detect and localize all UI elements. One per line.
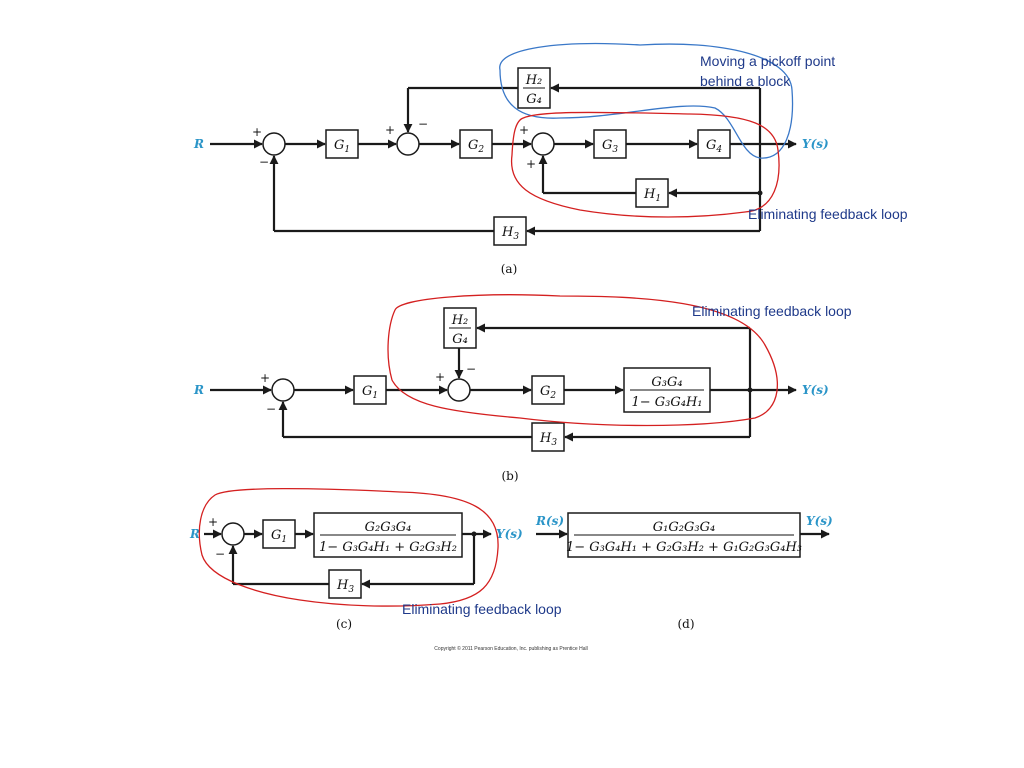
block-h2-over-g4-num: H₂: [451, 313, 469, 328]
diagram-c: R + − G1 G₂G₃G₄ 1− G₃G₄H₁ + G₂G₃H₂ Y(s) …: [189, 487, 562, 631]
input-label-r: R(s): [535, 514, 564, 528]
block-g1-label: G1: [362, 384, 378, 401]
output-label-y: Y(s): [802, 137, 829, 151]
highlight-outline-blue: [499, 42, 794, 159]
plus-sign: +: [385, 123, 395, 137]
block-g4: [697, 129, 731, 159]
block-h1-label: H1: [643, 187, 661, 204]
block-d-total-den: 1− G₃G₄H₁ + G₂G₃H₂ + G₁G₂G₃G₄H₃: [566, 540, 802, 555]
block-h2-over-g4-den: G₄: [452, 332, 468, 347]
output-label-y: Y(s): [806, 514, 833, 528]
input-label-r: R: [189, 527, 200, 541]
annotation-eliminating-c: Eliminating feedback loop: [402, 601, 562, 617]
block-h1: [635, 178, 669, 208]
block-h3-label: H3: [539, 431, 557, 448]
diagram-a: R + − G1 + − G2 + + G3 G4 Y(s) H₂ G₄: [193, 42, 908, 276]
minus-sign: −: [266, 402, 276, 416]
annotation-pickoff-line1: Moving a pickoff point: [700, 53, 835, 69]
block-g3-label: G3: [602, 138, 618, 155]
diagram-b: R + − G1 + − G2 G₃G₄ 1− G₃G₄H₁ Y(s) H₂ G…: [193, 294, 852, 483]
block-g1-label: G1: [271, 528, 287, 545]
block-g2: [531, 375, 565, 405]
annotation-pickoff-line2: behind a block: [700, 73, 791, 89]
highlight-outline-red: [198, 487, 499, 607]
block-g3g4-num: G₃G₄: [651, 375, 682, 390]
plus-sign: +: [519, 123, 529, 137]
plus-sign: +: [526, 157, 536, 171]
input-label-r: R: [193, 383, 204, 397]
block-d-total-num: G₁G₂G₃G₄: [653, 520, 715, 535]
block-g1-label: G1: [334, 138, 350, 155]
summing-junction-1: [262, 132, 286, 156]
block-g3g4-den: 1− G₃G₄H₁: [631, 395, 702, 410]
diagram-d: R(s) G₁G₂G₃G₄ 1− G₃G₄H₁ + G₂G₃H₂ + G₁G₂G…: [535, 512, 833, 631]
plus-sign: +: [208, 515, 218, 529]
minus-sign: −: [259, 155, 269, 169]
block-h3-label: H3: [336, 578, 354, 595]
block-h3-label: H3: [501, 225, 519, 242]
caption-b: (b): [501, 469, 518, 483]
highlight-outline-red: [387, 294, 778, 427]
input-label-r: R: [193, 137, 204, 151]
block-c-loop-den: 1− G₃G₄H₁ + G₂G₃H₂: [319, 540, 457, 555]
block-h2-over-g4-den: G₄: [526, 92, 542, 107]
summing-junction: [221, 522, 245, 546]
copyright-note: Copyright © 2011 Pearson Education, Inc.…: [434, 645, 587, 652]
plus-sign: +: [435, 370, 445, 384]
block-g1: [353, 375, 387, 405]
annotation-eliminating-b: Eliminating feedback loop: [692, 303, 852, 319]
block-g3: [593, 129, 627, 159]
block-h2-over-g4-num: H₂: [525, 73, 543, 88]
highlight-outline-red: [510, 111, 780, 218]
block-g1: [262, 519, 296, 549]
block-c-loop-num: G₂G₃G₄: [365, 520, 412, 535]
minus-sign: −: [466, 362, 476, 376]
caption-c: (c): [336, 617, 352, 631]
block-g2-label: G2: [540, 384, 556, 401]
output-label-y: Y(s): [496, 527, 523, 541]
summing-junction-1: [271, 378, 295, 402]
summing-junction-2: [447, 378, 471, 402]
annotation-eliminating-a: Eliminating feedback loop: [748, 206, 908, 222]
block-g2-label: G2: [468, 138, 484, 155]
block-h3: [493, 216, 527, 246]
summing-junction-2: [396, 132, 420, 156]
minus-sign: −: [215, 547, 225, 561]
block-h3: [328, 569, 362, 599]
minus-sign: −: [418, 117, 428, 131]
summing-junction-3: [531, 132, 555, 156]
output-label-y: Y(s): [802, 383, 829, 397]
plus-sign: +: [252, 125, 262, 139]
caption-d: (d): [677, 617, 694, 631]
caption-a: (a): [501, 262, 518, 276]
plus-sign: +: [260, 371, 270, 385]
block-g4-label: G4: [706, 138, 722, 155]
